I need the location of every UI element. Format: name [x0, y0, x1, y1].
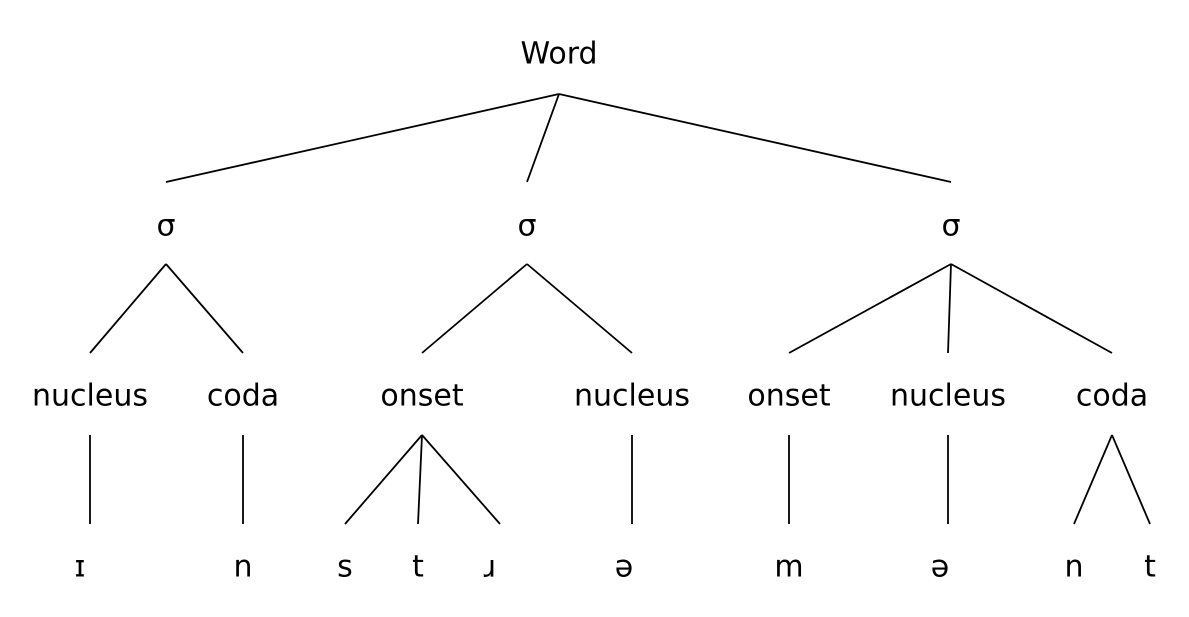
- constituent-label-s2-onset: onset: [380, 379, 463, 414]
- segment-s3-coda-2: t: [1144, 550, 1156, 585]
- edge-root-syllable-3: [558, 93, 952, 183]
- edge-s3-coda-segment-2: [1111, 434, 1151, 525]
- edge-syllable-2-onset: [421, 263, 528, 354]
- constituent-label-s3-onset: onset: [747, 379, 830, 414]
- edge-root-syllable-1: [165, 93, 560, 183]
- segment-s3-coda-1: n: [1064, 550, 1083, 585]
- constituent-label-s3-coda: coda: [1076, 379, 1148, 414]
- constituent-label-s1-nucleus: nucleus: [32, 379, 148, 414]
- edge-syllable-1-nucleus: [89, 263, 167, 354]
- segment-s2-onset-3: ɹ: [484, 550, 496, 585]
- edge-root-syllable-2: [526, 93, 560, 183]
- edge-syllable-3-coda: [950, 263, 1113, 354]
- edge-s2-onset-segment-2: [417, 434, 423, 525]
- segment-s1-nucleus-1: ɪ: [74, 550, 85, 585]
- constituent-label-s1-coda: coda: [207, 379, 279, 414]
- edge-syllable-3-onset: [788, 263, 952, 354]
- root-label-word: Word: [520, 37, 597, 72]
- edge-s2-onset-segment-3: [421, 434, 501, 525]
- segment-s2-nucleus-1: ə: [615, 550, 633, 585]
- segment-s2-onset-2: t: [412, 550, 424, 585]
- syllable-label-1: σ: [156, 209, 175, 244]
- edge-syllable-2-nucleus: [526, 263, 633, 354]
- constituent-label-s2-nucleus: nucleus: [574, 379, 690, 414]
- edge-syllable-1-coda: [165, 263, 244, 354]
- syllable-label-2: σ: [517, 209, 536, 244]
- segment-s1-coda-1: n: [233, 550, 252, 585]
- constituent-label-s3-nucleus: nucleus: [890, 379, 1006, 414]
- segment-s2-onset-1: s: [337, 550, 353, 585]
- segment-s3-onset-1: m: [774, 550, 803, 585]
- segment-s3-nucleus-1: ə: [931, 550, 949, 585]
- syllable-label-3: σ: [941, 209, 960, 244]
- edge-s3-coda-segment-1: [1073, 434, 1113, 525]
- edge-syllable-3-nucleus: [947, 263, 952, 354]
- edge-s2-onset-segment-1: [344, 434, 423, 525]
